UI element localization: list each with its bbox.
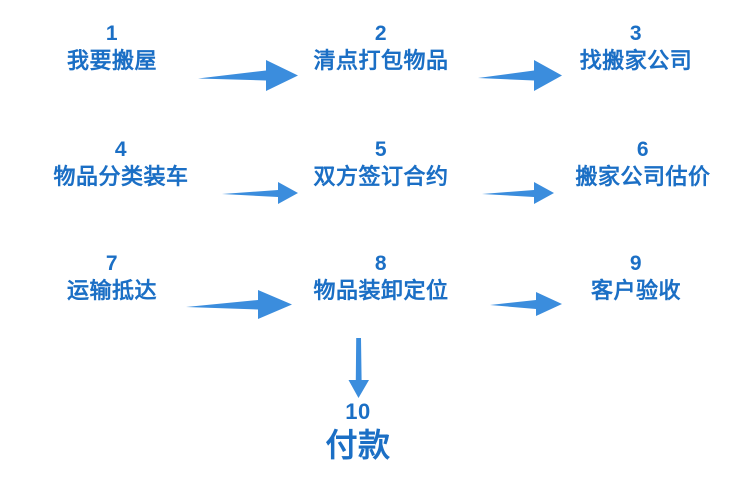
step-10-number: 10 bbox=[345, 399, 371, 424]
step-2-number: 2 bbox=[374, 22, 388, 45]
step-4-number: 4 bbox=[114, 138, 128, 161]
step-1-label: 我要搬屋 bbox=[66, 48, 157, 73]
arrow-8-to-10 bbox=[345, 338, 373, 398]
step-3-label: 找搬家公司 bbox=[579, 48, 693, 73]
step-7-label: 运输抵达 bbox=[66, 278, 157, 303]
arrow-4-to-5 bbox=[222, 180, 298, 206]
flow-step-9[interactable]: 9 客户验收 bbox=[556, 252, 716, 306]
flow-step-10[interactable]: 10 付款 bbox=[278, 400, 438, 466]
step-5-label: 双方签订合约 bbox=[313, 164, 449, 189]
step-5-number: 5 bbox=[374, 138, 388, 161]
arrow-1-to-2 bbox=[198, 58, 298, 94]
step-7-number: 7 bbox=[105, 252, 119, 275]
flow-step-4[interactable]: 4 物品分类装车 bbox=[28, 138, 214, 192]
step-2-label: 清点打包物品 bbox=[313, 48, 449, 73]
step-3-number: 3 bbox=[629, 22, 643, 45]
step-1-number: 1 bbox=[105, 22, 119, 45]
flow-step-8[interactable]: 8 物品装卸定位 bbox=[288, 252, 474, 306]
step-9-label: 客户验收 bbox=[590, 278, 681, 303]
step-8-label: 物品装卸定位 bbox=[313, 278, 449, 303]
step-6-label: 搬家公司估价 bbox=[575, 164, 711, 189]
flow-step-6[interactable]: 6 搬家公司估价 bbox=[550, 138, 736, 192]
step-4-label: 物品分类装车 bbox=[53, 164, 189, 189]
step-8-number: 8 bbox=[374, 252, 388, 275]
flow-step-7[interactable]: 7 运输抵达 bbox=[32, 252, 192, 306]
step-9-number: 9 bbox=[629, 252, 643, 275]
flow-step-1[interactable]: 1 我要搬屋 bbox=[32, 22, 192, 76]
flow-step-5[interactable]: 5 双方签订合约 bbox=[288, 138, 474, 192]
arrow-2-to-3 bbox=[478, 58, 562, 94]
flow-step-2[interactable]: 2 清点打包物品 bbox=[288, 22, 474, 76]
step-6-number: 6 bbox=[636, 138, 650, 161]
step-10-label: 付款 bbox=[325, 427, 391, 463]
flow-step-3[interactable]: 3 找搬家公司 bbox=[552, 22, 720, 76]
arrow-7-to-8 bbox=[186, 288, 292, 322]
arrow-8-to-9 bbox=[490, 290, 562, 318]
arrow-5-to-6 bbox=[482, 180, 554, 206]
